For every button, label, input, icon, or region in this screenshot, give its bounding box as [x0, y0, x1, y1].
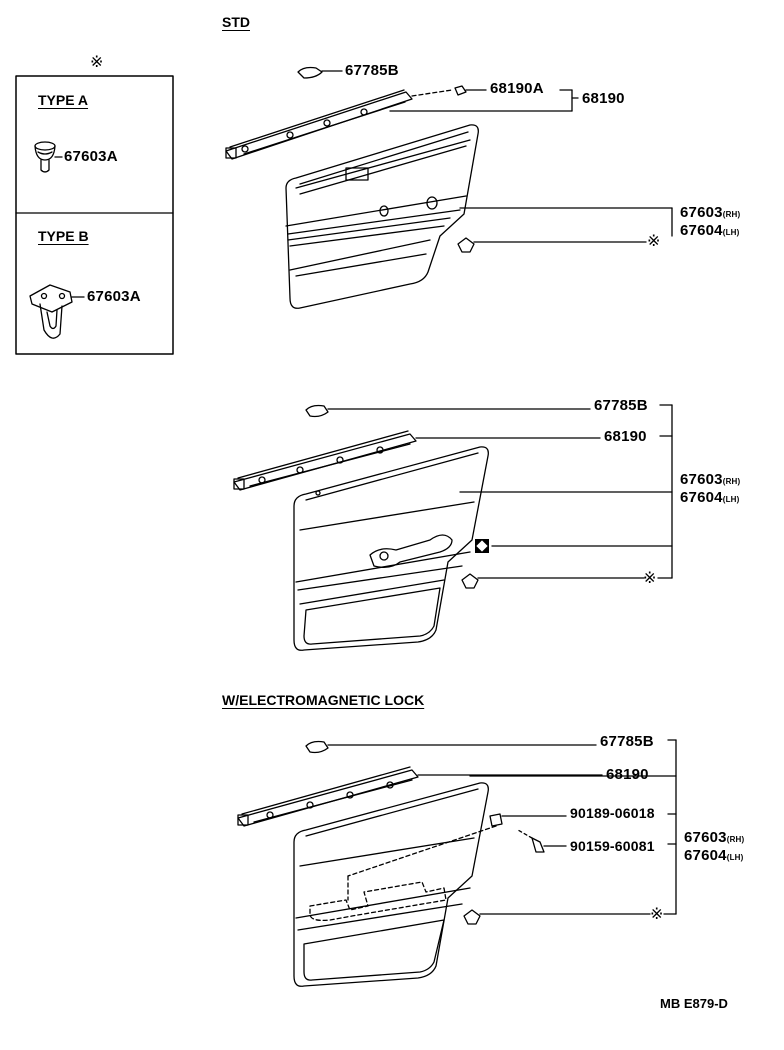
g1-label-67603: 67603(RH) — [680, 204, 741, 221]
type-a-clip-drawing — [34, 141, 63, 173]
drawing-code: MB E879-D — [660, 996, 728, 1011]
g3-label-90159-60081: 90159-60081 — [570, 838, 655, 854]
group3-drawing — [237, 739, 677, 987]
group2-drawing — [233, 404, 673, 651]
g2-label-67785b: 67785B — [594, 397, 648, 414]
legend-type-b-part: 67603A — [87, 288, 141, 305]
heading-std: STD — [222, 14, 250, 30]
g3-label-90189-06018: 90189-06018 — [570, 805, 655, 821]
type-b-clip-drawing — [29, 284, 85, 339]
g1-marker-symbol: ※ — [647, 231, 661, 250]
legend-type-a-part: 67603A — [64, 148, 118, 165]
g3-label-67603: 67603(RH) — [684, 829, 745, 846]
g3-label-67785b: 67785B — [600, 733, 654, 750]
heading-electromagnetic-lock: W/ELECTROMAGNETIC LOCK — [222, 692, 425, 708]
g2-label-67604: 67604(LH) — [680, 489, 740, 506]
g2-label-68190: 68190 — [604, 428, 647, 445]
legend-marker-symbol: ※ — [90, 52, 104, 71]
g2-marker-symbol: ※ — [643, 568, 657, 587]
legend-type-a-title: TYPE A — [38, 92, 89, 108]
g2-label-67603: 67603(RH) — [680, 471, 741, 488]
g3-label-67604: 67604(LH) — [684, 847, 744, 864]
group1-drawing — [225, 66, 673, 309]
g1-label-67604: 67604(LH) — [680, 222, 740, 239]
legend-box — [15, 75, 174, 355]
g1-label-68190a: 68190A — [490, 80, 544, 97]
diamond-symbol-icon — [475, 539, 489, 553]
g3-label-68190: 68190 — [606, 766, 649, 783]
legend-type-b-title: TYPE B — [38, 228, 89, 244]
g3-marker-symbol: ※ — [650, 904, 664, 923]
g1-label-67785b: 67785B — [345, 62, 399, 79]
g1-label-68190: 68190 — [582, 90, 625, 107]
